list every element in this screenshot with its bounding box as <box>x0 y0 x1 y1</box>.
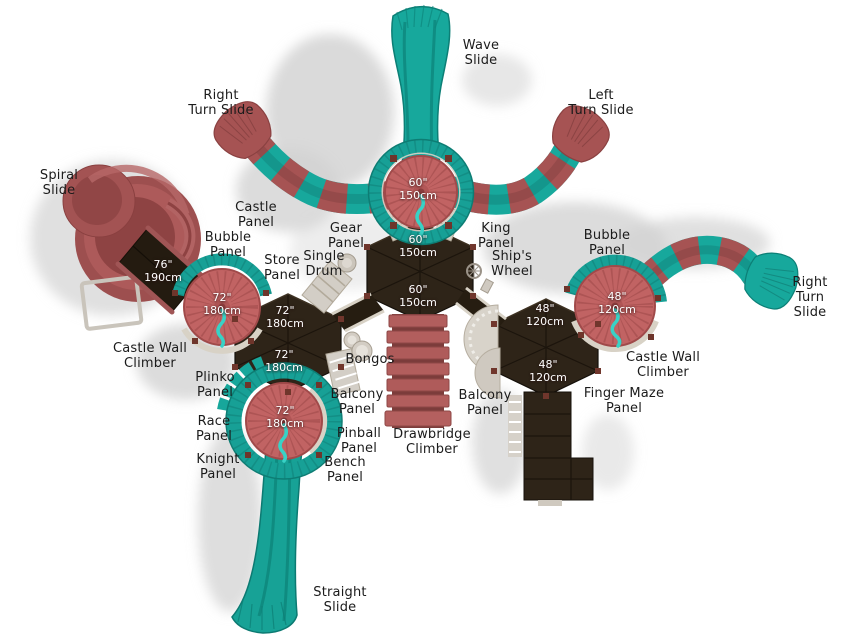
deck-label-60-hex-top: 60" 150cm <box>399 233 437 259</box>
stairs-upper-left <box>301 260 353 314</box>
label-knight-panel: Knight Panel <box>196 452 240 482</box>
drawbridge-climber-shape <box>384 314 452 428</box>
deck-label-72-hex-top: 72" 180cm <box>266 304 304 330</box>
label-spiral-slide: Spiral Slide <box>39 168 79 198</box>
label-drawbridge-climber: Drawbridge Climber <box>393 427 471 457</box>
label-right-turn-slide-right: Right Turn Slide <box>792 275 828 320</box>
label-bubble-panel-right: Bubble Panel <box>583 228 631 258</box>
king-panel-object <box>479 278 495 294</box>
right-turn-slide-right-shape <box>626 235 799 310</box>
deck-label-48-hex-top: 48" 120cm <box>526 302 564 328</box>
deck-label-72-left-tower: 72" 180cm <box>203 291 241 317</box>
tower-48-right <box>564 254 667 353</box>
deck-posts <box>232 244 601 399</box>
label-balcony-panel-right: Balcony Panel <box>458 388 512 418</box>
label-single-drum: Single Drum <box>303 249 345 279</box>
label-ships-wheel: Ship's Wheel <box>491 249 533 279</box>
label-left-turn-slide: Left Turn Slide <box>568 88 634 118</box>
deck-label-72-bottom-tower: 72" 180cm <box>266 404 304 430</box>
label-wave-slide: Wave Slide <box>462 38 500 68</box>
label-king-panel: King Panel <box>477 221 515 251</box>
label-straight-slide: Straight Slide <box>313 585 367 615</box>
balcony-platforms <box>463 304 501 399</box>
label-race-panel: Race Panel <box>195 414 233 444</box>
label-castle-wall-climber-left: Castle Wall Climber <box>112 341 188 371</box>
deck-label-72-hex-bottom: 72" 180cm <box>265 348 303 374</box>
label-plinko-panel: Plinko Panel <box>195 370 235 400</box>
bongos-drums <box>343 331 373 362</box>
label-finger-maze-panel: Finger Maze Panel <box>583 386 665 416</box>
deck-label-76-ramp: 76" 190cm <box>144 258 182 284</box>
single-drum-object <box>337 253 357 273</box>
deck-label-48-right-tower: 48" 120cm <box>598 290 636 316</box>
label-bench-panel: Bench Panel <box>324 455 366 485</box>
label-store-panel: Store Panel <box>263 253 301 283</box>
label-pinball-panel: Pinball Panel <box>336 426 382 456</box>
label-bubble-panel-left: Bubble Panel <box>204 230 252 260</box>
deck-label-60-hex-bottom: 60" 150cm <box>399 283 437 309</box>
tower-72-left <box>172 253 272 354</box>
label-right-turn-slide-top: Right Turn Slide <box>188 88 254 118</box>
label-castle-panel: Castle Panel <box>235 200 277 230</box>
tower-72-bottom <box>217 356 343 480</box>
label-castle-wall-climber-right: Castle Wall Climber <box>625 350 701 380</box>
label-gear-panel: Gear Panel <box>327 221 365 251</box>
left-turn-slide-shape <box>433 105 610 215</box>
tower-60-top <box>367 138 475 246</box>
ships-wheel-object <box>466 263 482 279</box>
l-ramp <box>508 391 594 506</box>
deck-label-48-hex-bottom: 48" 120cm <box>529 358 567 384</box>
label-bongos: Bongos <box>345 352 395 367</box>
deck-label-60-top-tower: 60" 150cm <box>399 176 437 202</box>
label-balcony-panel-center: Balcony Panel <box>330 387 384 417</box>
